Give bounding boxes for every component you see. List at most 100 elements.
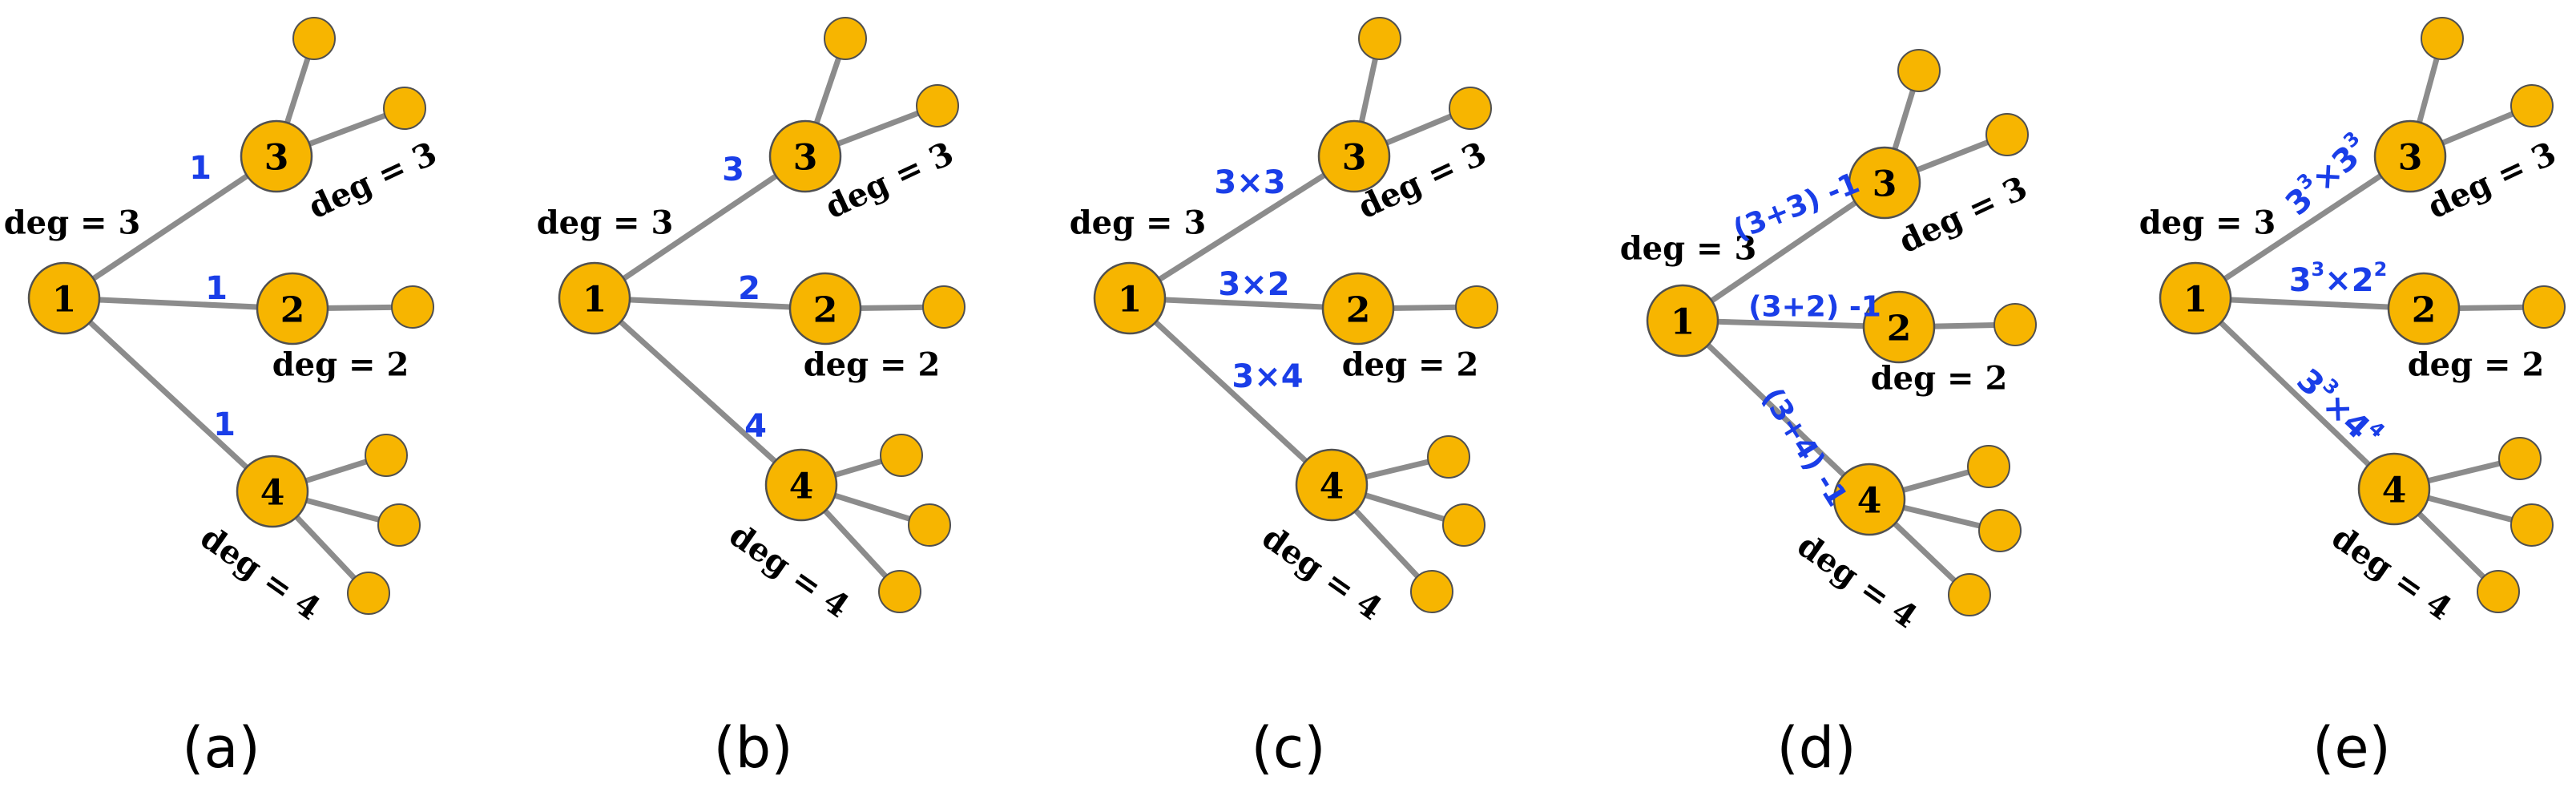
node-label: 1 [583,280,607,321]
node-1 [2159,261,2232,335]
node-label: 1 [1118,280,1143,321]
degree-label: deg = 3 [1070,204,1207,242]
degree-label: deg = 2 [804,346,941,384]
node-1 [1646,284,1719,358]
edge-weight-label: (3+2) -1 [1748,291,1881,324]
edge-weight-label: (3+3) -1 [1729,167,1864,247]
degree-label: deg = 2 [1871,360,2008,398]
leaf-node [1449,87,1492,130]
degree-label: deg = 4 [723,516,857,625]
degree-label: deg = 2 [272,346,409,384]
node-label: 1 [2183,280,2208,321]
node-label: 2 [2412,290,2437,331]
node-label: 4 [2382,471,2407,511]
panel-caption: (b) [713,715,792,781]
degree-label: deg = 3 [4,204,141,242]
panel-a: 1 3 2 4 deg = 3 deg = 3 deg = 2 deg = 4 1 1 1 (a) [4,17,442,781]
leaf-node [1427,435,1470,479]
node-2 [1321,272,1395,345]
leaf-node [2510,84,2554,127]
leaf-node [1897,49,1941,92]
node-2 [1862,290,1936,364]
node-3 [1317,119,1391,193]
leaf-node [347,572,390,615]
leaf-node [878,570,921,613]
node-label: 3 [793,138,818,179]
node-1 [27,261,101,335]
panel-caption: (c) [1251,715,1325,781]
node-label: 3 [264,138,289,179]
edge-1-4 [2192,295,2397,492]
node-3 [768,119,842,193]
edge-weight-exp1: 3 [2312,258,2325,281]
degree-label: deg = 4 [1256,519,1389,628]
leaf-node [365,434,408,477]
node-2 [788,272,862,345]
edge-weight-label: (3+4) -1 [1756,382,1854,512]
edge-weight-label: 2 [738,270,760,307]
leaf-node [383,87,426,130]
node-1 [558,261,631,335]
node-3 [1848,146,1921,220]
edge-1-4 [1127,295,1335,488]
degree-label: deg = 3 [537,204,674,242]
edge-1-3 [591,153,808,301]
degree-label: deg = 3 [303,135,442,227]
node-2 [2387,272,2461,345]
edge-1-4 [61,295,276,495]
edge-1-3 [1127,153,1357,301]
leaf-node [1442,503,1486,547]
leaf-node [2510,503,2554,547]
leaf-node [922,285,965,329]
edge-weight-label: 1 [205,270,228,307]
edge-1-2 [1127,295,1361,312]
node-label: 4 [260,473,285,514]
node-4 [1832,463,1906,536]
leaf-node [2477,570,2520,613]
node-label: 2 [813,290,838,331]
node-label: 1 [1671,302,1695,343]
degree-label: deg = 4 [194,519,328,628]
leaf-node [2498,437,2542,480]
edge-weight-op: × [2324,262,2352,299]
edge-weight-label: 3×4 [1232,358,1303,395]
leaf-node [1993,303,2037,346]
node-label: 2 [280,290,305,331]
leaf-node [292,17,336,60]
leaf-node [908,503,951,547]
node-label: 4 [1857,481,1882,522]
panel-caption: (d) [1776,715,1856,781]
node-2 [256,272,329,345]
edge-1-3 [2192,153,2413,301]
edge-weight-label: 33×22 [2289,258,2388,299]
edge-weight-base2: 2 [2352,262,2374,299]
node-label: 4 [789,467,814,507]
degree-label: deg = 4 [1791,527,1925,636]
degree-label: deg = 3 [2139,204,2276,242]
edge-weight-label: 3×2 [1218,266,1289,303]
leaf-node [2522,285,2566,329]
edge-1-2 [2192,295,2427,312]
node-4 [1295,448,1369,522]
edge-weight-label: 1 [213,406,236,443]
panel-caption: (a) [182,715,260,781]
node-1 [1093,261,1167,335]
edge-weight-label: 1 [189,150,212,187]
edge-1-4 [591,295,804,488]
node-label: 1 [52,280,77,321]
leaf-node [1967,445,2010,488]
node-label: 3 [1342,138,1367,179]
leaf-node [1358,17,1401,60]
leaf-node [916,84,959,127]
edge-1-2 [591,295,828,312]
edge-1-3 [61,153,280,301]
node-label: 3 [1873,164,1897,205]
leaf-node [1978,509,2022,552]
node-label: 2 [1346,290,1371,331]
edge-weight-label: 3 [722,152,744,188]
edge-weight-label: 33×44 [2289,359,2389,456]
